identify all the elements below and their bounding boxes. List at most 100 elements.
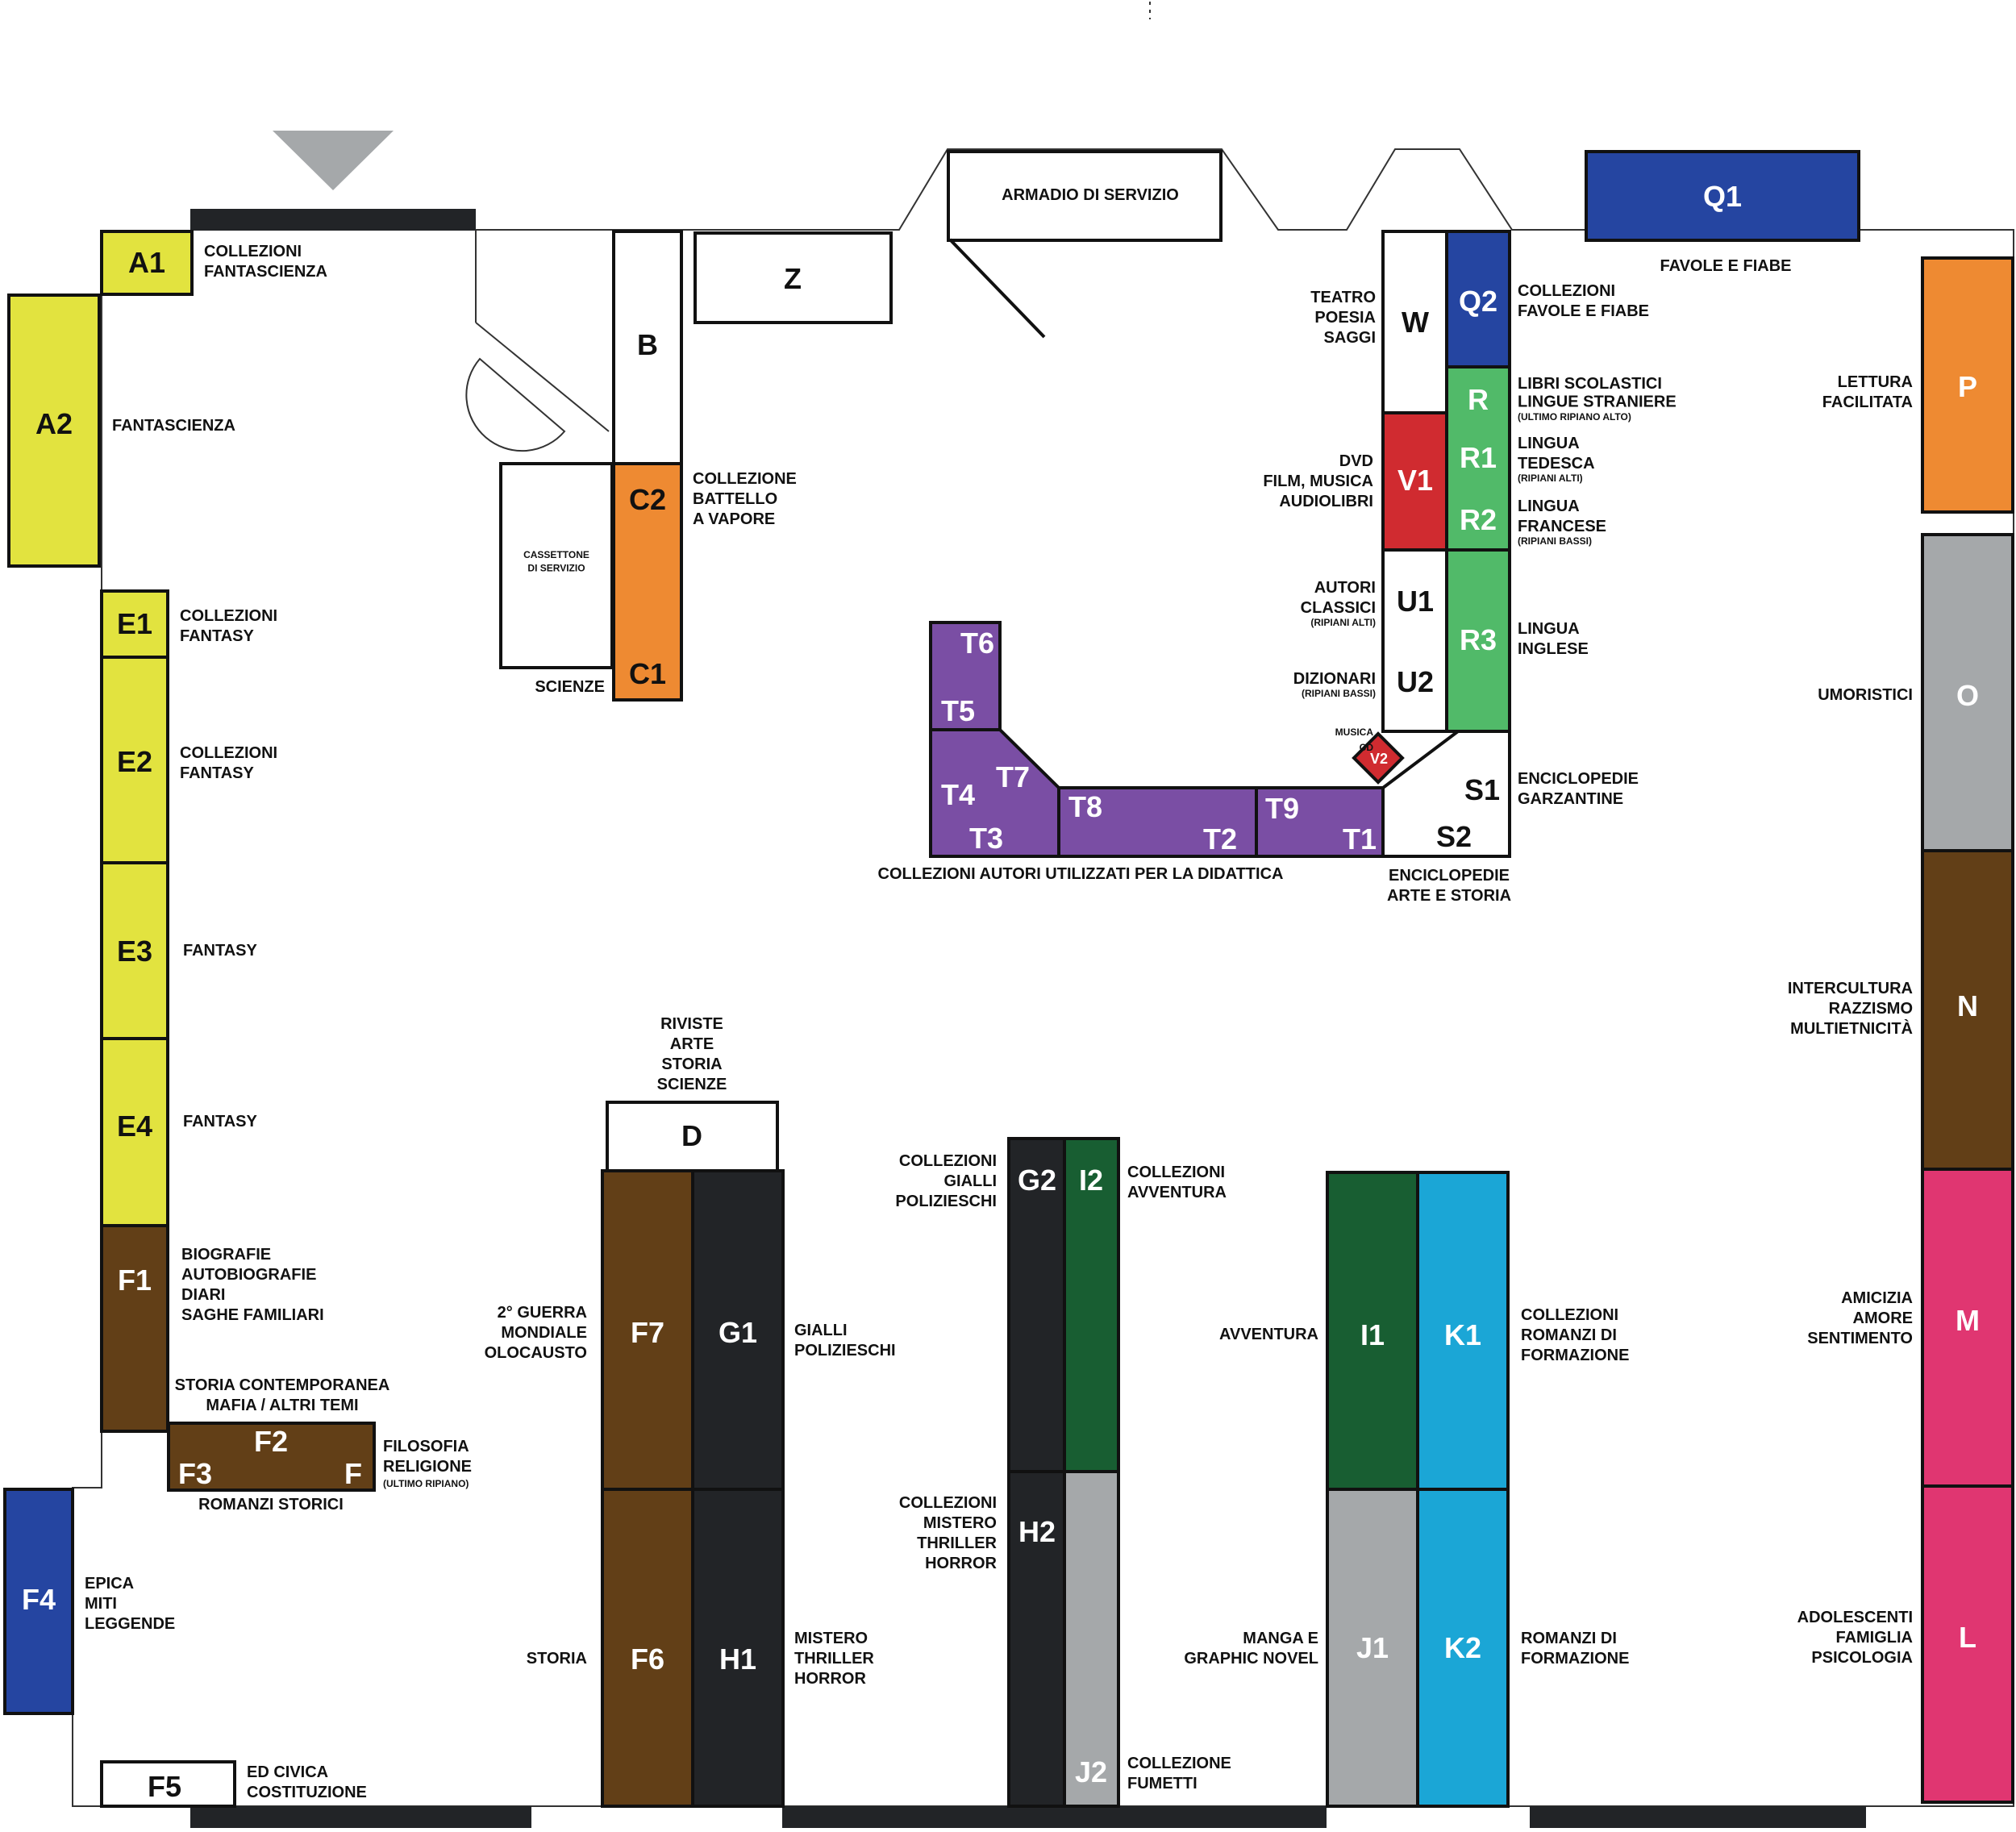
- label-line: COLLEZIONI: [899, 1152, 997, 1170]
- shelf-p[interactable]: [1921, 256, 2014, 514]
- label-line: ENCICLOPEDIE: [1518, 770, 1639, 788]
- shelf-f5[interactable]: [100, 1760, 236, 1808]
- label-line: THRILLER: [917, 1534, 997, 1552]
- shelf-c2-c1[interactable]: [612, 462, 683, 702]
- code-v2: V2: [1370, 751, 1388, 767]
- shelf-o[interactable]: [1921, 533, 2014, 852]
- code-f2: F2: [254, 1425, 288, 1458]
- code-r3: R3: [1460, 623, 1497, 656]
- shelf-j2[interactable]: [1063, 1470, 1120, 1808]
- label-line: ROMANZI DI: [1521, 1630, 1617, 1647]
- label-line: COLLEZIONI: [1127, 1164, 1225, 1181]
- shelf-w[interactable]: [1381, 230, 1448, 414]
- shelf-r-r1-r2[interactable]: [1445, 365, 1511, 552]
- shelf-n[interactable]: [1921, 849, 2014, 1171]
- label-i1: AVVENTURA: [1219, 1326, 1318, 1343]
- label-line: FACILITATA: [1822, 393, 1913, 411]
- label-line: MULTIETNICITÀ: [1790, 1019, 1913, 1038]
- label-line: COLLEZIONI: [180, 607, 277, 625]
- shelf-f2-f3-f[interactable]: [167, 1422, 376, 1492]
- shelf-t9-t1[interactable]: [1255, 786, 1385, 858]
- shelf-q1[interactable]: [1585, 150, 1860, 242]
- window-bar: [190, 209, 476, 231]
- code-f7: F7: [631, 1316, 664, 1349]
- note-u1: (RIPIANI ALTI): [1310, 617, 1376, 628]
- shelf-u1-u2[interactable]: [1381, 548, 1448, 733]
- code-t8: T8: [1068, 790, 1102, 823]
- shelf-q2[interactable]: [1445, 230, 1511, 368]
- label-line: MITI: [85, 1595, 117, 1613]
- window-bar: [782, 1806, 1327, 1828]
- label-a2: FANTASCIENZA: [112, 417, 235, 435]
- shelf-a1[interactable]: [100, 230, 194, 296]
- label-line: DVD: [1339, 452, 1373, 470]
- shelf-t8-t2[interactable]: [1057, 786, 1258, 858]
- code-d: D: [681, 1119, 702, 1152]
- label-line: AVVENTURA: [1127, 1184, 1227, 1201]
- shelf-e3[interactable]: [100, 861, 169, 1040]
- shelf-e4[interactable]: [100, 1037, 169, 1227]
- label-line: POESIA: [1314, 309, 1376, 327]
- shelf-v2[interactable]: [1352, 731, 1405, 785]
- label-line: SCIENZE: [535, 678, 605, 696]
- shelf-k1[interactable]: [1416, 1171, 1510, 1491]
- shelf-b[interactable]: [612, 230, 683, 465]
- label-line: MUSICA: [1335, 727, 1374, 738]
- label-line: FANTASY: [183, 1113, 258, 1130]
- label-line: RAZZISMO: [1829, 1000, 1913, 1018]
- shelf-e2[interactable]: [100, 656, 169, 864]
- label-line: FAVOLE E FIABE: [1660, 257, 1792, 275]
- code-l: L: [1959, 1621, 1976, 1654]
- shelf-h1[interactable]: [691, 1488, 785, 1808]
- label-line: FAMIGLIA: [1835, 1629, 1913, 1647]
- label-line: CD: [1360, 742, 1374, 753]
- label-line: GARZANTINE: [1518, 790, 1623, 808]
- label-line: COLLEZIONE: [693, 470, 797, 488]
- label-u2: DIZIONARI: [1293, 670, 1376, 688]
- label-line: MISTERO: [923, 1514, 997, 1532]
- code-f1: F1: [118, 1264, 152, 1297]
- shelf-e1[interactable]: [100, 589, 169, 659]
- label-line: STORIA CONTEMPORANEA: [175, 1376, 390, 1394]
- shelf-f4[interactable]: [3, 1488, 74, 1715]
- shelf-r3[interactable]: [1445, 548, 1511, 733]
- code-o: O: [1956, 679, 1979, 712]
- service-cabinet: [947, 150, 1223, 242]
- label-line: GRAPHIC NOVEL: [1184, 1650, 1318, 1668]
- code-f6: F6: [631, 1643, 664, 1676]
- shelf-s1-s2[interactable]: [1381, 730, 1511, 858]
- code-k1: K1: [1444, 1318, 1481, 1351]
- code-c1: C1: [629, 657, 666, 690]
- label-line: AVVENTURA: [1219, 1326, 1318, 1343]
- shelf-g1[interactable]: [691, 1169, 785, 1491]
- shelf-k2[interactable]: [1416, 1488, 1510, 1808]
- shelf-i1[interactable]: [1326, 1171, 1419, 1491]
- code-z: Z: [784, 262, 802, 295]
- label-line: RELIGIONE: [383, 1458, 472, 1476]
- label-line: COSTITUZIONE: [247, 1784, 367, 1801]
- shelf-l[interactable]: [1921, 1484, 2014, 1804]
- label-line: EPICA: [85, 1575, 134, 1593]
- code-r1: R1: [1460, 441, 1497, 474]
- code-t5: T5: [941, 694, 975, 727]
- code-f3: F3: [178, 1457, 212, 1490]
- label-line: FORMAZIONE: [1521, 1650, 1629, 1668]
- shelf-z[interactable]: [694, 231, 893, 324]
- label-line: COLLEZIONI: [180, 744, 277, 762]
- shelf-f7[interactable]: [601, 1169, 694, 1491]
- label-line: ARTE: [670, 1035, 714, 1053]
- label-t: COLLEZIONI AUTORI UTILIZZATI PER LA DIDA…: [878, 865, 1284, 883]
- label-line: RIVISTE: [660, 1015, 723, 1033]
- shelf-a2[interactable]: [7, 294, 101, 568]
- shelf-f1[interactable]: [100, 1224, 169, 1433]
- label-line: UMORISTICI: [1818, 686, 1913, 704]
- label-line: AUTOBIOGRAFIE: [181, 1266, 316, 1284]
- shelf-i2[interactable]: [1063, 1137, 1120, 1473]
